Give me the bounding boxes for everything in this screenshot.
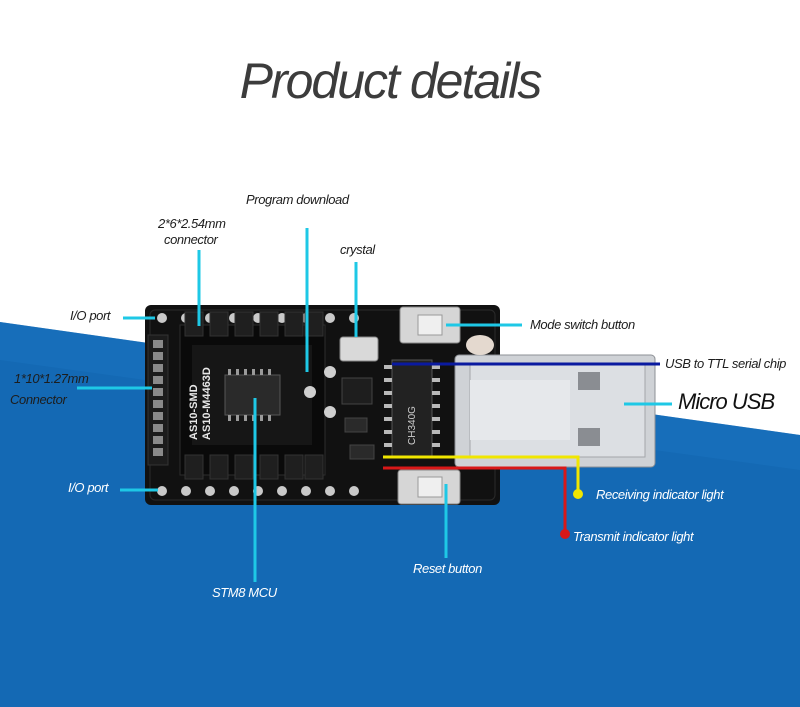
module-text-2: AS10-M4463D bbox=[201, 367, 213, 440]
label-connector-2x6-line2: connector bbox=[164, 232, 218, 247]
label-mcu: STM8 MCU bbox=[212, 585, 277, 600]
module-text-1: AS10-SMD bbox=[188, 384, 200, 440]
label-usb-ttl: USB to TTL serial chip bbox=[665, 356, 787, 371]
stm8-chip bbox=[224, 374, 281, 416]
label-mode-switch: Mode switch button bbox=[530, 317, 635, 332]
crystal-component bbox=[339, 336, 379, 362]
label-program-download: Program download bbox=[246, 192, 349, 207]
module-socket: AS10-SMD AS10-M4463D bbox=[179, 311, 326, 480]
pointer-lines bbox=[77, 228, 672, 582]
usb-plug bbox=[454, 335, 656, 468]
small-components bbox=[304, 366, 375, 460]
label-reset: Reset button bbox=[413, 561, 482, 576]
bottom-pin-row bbox=[157, 486, 359, 496]
ch340-text: CH340G bbox=[407, 406, 418, 445]
rx-indicator-dot bbox=[573, 489, 583, 499]
label-receiving-light: Receiving indicator light bbox=[596, 487, 724, 502]
label-connector-1x10: 1*10*1.27mm bbox=[14, 371, 89, 386]
ch340-chip: CH340G bbox=[384, 359, 440, 457]
rx-indicator-line bbox=[383, 455, 580, 494]
label-io-port-bottom: I/O port bbox=[68, 480, 109, 495]
tx-indicator-dot bbox=[560, 529, 570, 539]
label-connector-1x10-line2: Connector bbox=[10, 392, 67, 407]
label-crystal: crystal bbox=[340, 242, 375, 257]
left-header bbox=[147, 334, 169, 466]
board: AS10-SMD AS10-M4463D CH3 bbox=[145, 305, 500, 505]
label-transmit-light: Transmit indicator light bbox=[573, 529, 694, 544]
page-title: Product details bbox=[239, 53, 543, 109]
label-io-port-top: I/O port bbox=[70, 308, 111, 323]
label-micro-usb: Micro USB bbox=[678, 389, 775, 414]
label-connector-2x6: 2*6*2.54mm bbox=[158, 216, 226, 231]
tx-indicator-line bbox=[383, 466, 567, 534]
